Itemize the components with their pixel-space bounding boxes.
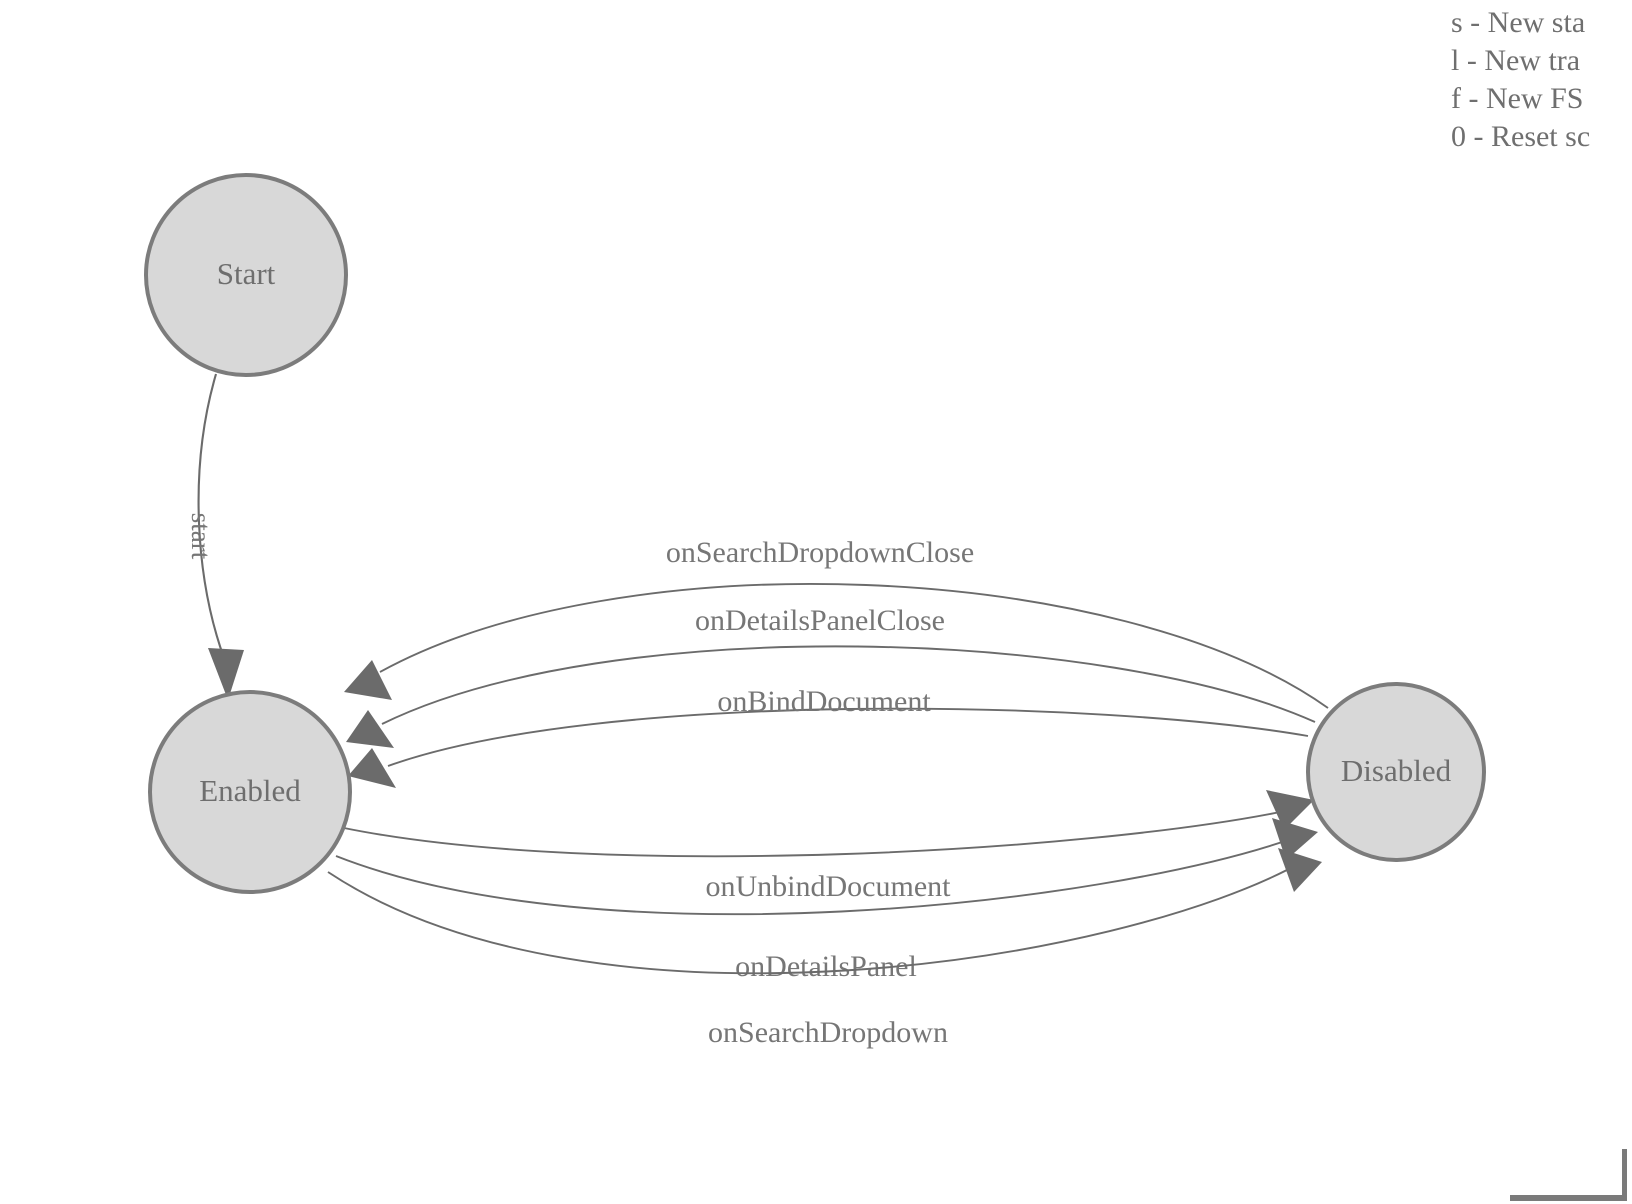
arrow-head-icon <box>1266 790 1314 830</box>
edge-path <box>387 707 1309 767</box>
edge-start[interactable]: start <box>186 373 244 700</box>
edge-label: onBindDocument <box>717 685 931 718</box>
edge-path <box>335 837 1295 916</box>
edge-path <box>379 583 1329 709</box>
node-shape[interactable] <box>148 690 352 894</box>
edge-path <box>343 809 1291 858</box>
edge-onDetailsPanel[interactable]: onDetailsPanel <box>335 818 1318 983</box>
arrow-head-icon <box>344 660 392 700</box>
node-shape[interactable] <box>144 173 348 377</box>
vertical-scrollbar-thumb[interactable] <box>1622 1149 1627 1201</box>
edge-label: start <box>186 513 216 560</box>
arrow-head-icon <box>208 648 244 700</box>
arrow-head-icon <box>348 748 396 788</box>
scrollbar-corner[interactable] <box>1510 1149 1632 1204</box>
help-line-new-fsm: f - New FS <box>1451 82 1584 115</box>
horizontal-scrollbar-thumb[interactable] <box>1510 1195 1624 1201</box>
edge-onUnbindDocument[interactable]: onUnbindDocument <box>343 790 1314 903</box>
edge-onSearchDropdownClose[interactable]: onSearchDropdownClose <box>344 536 1329 709</box>
edge-path <box>197 373 225 659</box>
edge-label: onUnbindDocument <box>706 870 952 903</box>
help-overlay: s - New sta l - New tra f - New FS 0 - R… <box>1422 0 1632 160</box>
arrow-head-icon <box>346 710 394 748</box>
node-shape[interactable] <box>1306 682 1486 862</box>
node-start[interactable]: Start <box>144 173 348 377</box>
edge-label: onDetailsPanelClose <box>695 604 945 637</box>
node-label: Enabled <box>199 773 301 808</box>
edge-onBindDocument[interactable]: onBindDocument <box>348 685 1309 788</box>
edge-onDetailsPanelClose[interactable]: onDetailsPanelClose <box>346 604 1316 748</box>
arrow-head-icon <box>1272 818 1318 860</box>
node-disabled[interactable]: Disabled <box>1306 682 1486 862</box>
node-enabled[interactable]: Enabled <box>148 690 352 894</box>
edge-onSearchDropdown[interactable]: onSearchDropdown <box>327 848 1322 1049</box>
edge-path <box>327 861 1303 975</box>
help-line-new-transition: l - New tra <box>1451 44 1581 77</box>
edge-label: onSearchDropdown <box>708 1016 948 1049</box>
arrow-head-icon <box>1278 848 1322 892</box>
help-line-reset: 0 - Reset sc <box>1451 120 1591 153</box>
help-line-new-state: s - New sta <box>1451 6 1586 39</box>
node-label: Start <box>217 256 276 291</box>
edge-label: onSearchDropdownClose <box>666 536 974 569</box>
node-label: Disabled <box>1341 753 1452 788</box>
edge-path <box>381 645 1316 725</box>
